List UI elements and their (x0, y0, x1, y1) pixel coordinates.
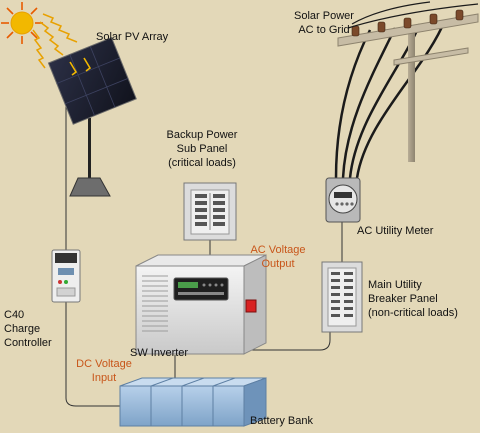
ac-voltage-output-label: AC Voltage Output (236, 243, 320, 271)
utility-pole (337, 1, 479, 162)
c40-label-line3: Controller (4, 337, 52, 349)
backup-power-sub-panel-label: Backup Power Sub Panel (critical loads) (150, 128, 254, 170)
main-panel-label-line3: (non-critical loads) (368, 307, 458, 319)
c40-label-line1: C40 (4, 309, 25, 321)
dc-voltage-label-line2: Input (91, 372, 117, 384)
c40-charge-controller (51, 249, 81, 303)
battery-bank-label: Battery Bank (250, 415, 313, 427)
ac-utility-meter-label: AC Utility Meter (357, 225, 434, 237)
backup-label-line3: (critical loads) (168, 157, 236, 169)
ac-utility-meter (325, 177, 361, 223)
sw-inverter (135, 254, 267, 355)
ac-voltage-label-line2: Output (261, 258, 295, 270)
backup-power-sub-panel (183, 182, 237, 241)
c40-charge-controller-label: C40 Charge Controller (4, 308, 52, 350)
solar-pv-array-label: Solar PV Array (96, 31, 169, 43)
backup-label-line2: Sub Panel (176, 143, 228, 155)
dc-voltage-label-line1: DC Voltage (76, 358, 132, 370)
main-panel-label-line1: Main Utility (368, 279, 422, 291)
c40-label-line2: Charge (4, 323, 41, 335)
solar-power-ac-to-grid-label: Solar Power AC to Grid (272, 9, 376, 37)
solar-power-label-line1: Solar Power (294, 10, 354, 22)
solar-power-label-line2: AC to Grid (298, 24, 350, 36)
solar-pv-array (47, 36, 137, 197)
dc-voltage-input-label: DC Voltage Input (66, 357, 142, 385)
ac-voltage-label-line1: AC Voltage (250, 244, 306, 256)
main-utility-breaker-panel (321, 261, 363, 333)
main-utility-breaker-panel-label: Main Utility Breaker Panel (non-critical… (368, 278, 458, 320)
inverter-to-main-panel-wire (246, 330, 331, 351)
battery-bank (119, 377, 267, 427)
controller-to-battery-wire (65, 300, 120, 407)
backup-label-line1: Backup Power (166, 129, 238, 141)
sun-icon (1, 2, 78, 69)
main-panel-label-line2: Breaker Panel (368, 293, 438, 305)
sw-inverter-label: SW Inverter (130, 347, 189, 359)
